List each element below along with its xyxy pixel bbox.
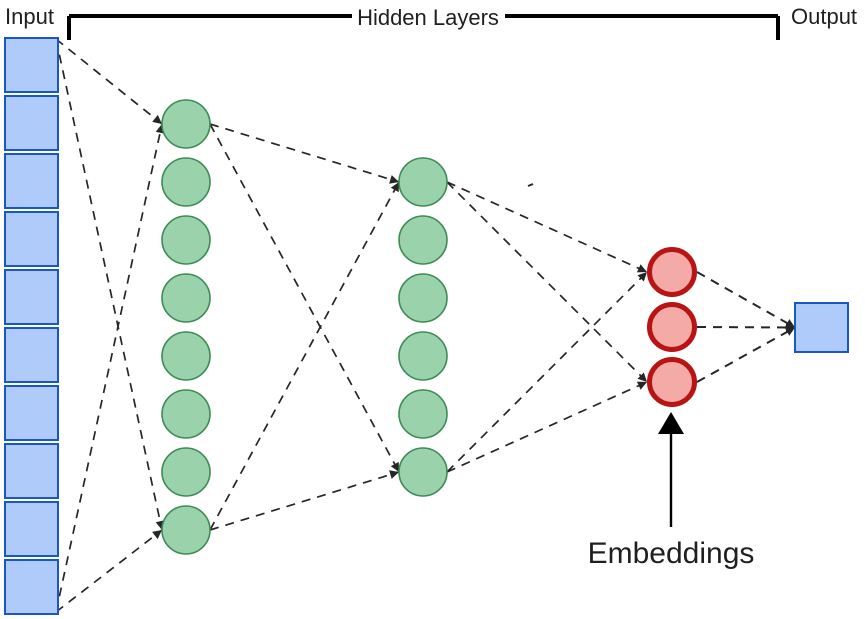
output-label: Output [791, 4, 857, 29]
embeddings-arrow-head [658, 412, 684, 434]
hidden-layers-label: Hidden Layers [357, 5, 499, 30]
embeddings-label: Embeddings [588, 537, 755, 570]
connection-arrowhead [152, 114, 162, 124]
connection-line [446, 271, 648, 473]
node-hidden-2-2 [398, 215, 448, 265]
node-hidden-1-8 [161, 505, 211, 555]
input-label: Input [5, 4, 54, 29]
node-input-4 [4, 211, 59, 267]
connection-line [446, 181, 648, 273]
node-hidden-1-1 [161, 99, 211, 149]
connection-line [446, 181, 648, 383]
node-hidden-1-7 [161, 447, 211, 497]
node-hidden-2-1 [398, 157, 448, 207]
connection-line [55, 38, 163, 125]
connection-arrowhead [152, 530, 162, 540]
hidden-layers-bracket [67, 14, 780, 40]
connection-arrowhead [637, 272, 647, 282]
node-input-3 [4, 153, 59, 209]
connection-arrowhead [389, 175, 399, 184]
node-input-6 [4, 327, 59, 383]
node-hidden-1-3 [161, 215, 211, 265]
connection-line [55, 123, 163, 613]
embeddings-callout-arrow [658, 412, 684, 527]
connection-arrowhead [636, 264, 647, 273]
node-input-5 [4, 269, 59, 325]
connection-line [55, 38, 163, 531]
connection-arrowhead [389, 470, 399, 479]
node-embeddings-1 [647, 247, 697, 297]
node-hidden-1-5 [161, 331, 211, 381]
node-hidden-2-5 [398, 389, 448, 439]
connection-line [55, 529, 163, 613]
connection-arrowhead [636, 381, 647, 390]
node-input-7 [4, 385, 59, 441]
connection-line [446, 381, 648, 473]
connection-line [209, 123, 400, 183]
connection-arrowhead [637, 372, 647, 382]
connection-arrowhead [784, 327, 795, 336]
stray-mark [527, 183, 534, 187]
connection-arrowhead [390, 182, 399, 193]
node-hidden-1-6 [161, 389, 211, 439]
connection-line [209, 181, 400, 531]
node-input-10 [4, 559, 59, 615]
connection-line [696, 326, 796, 329]
connection-lines [55, 38, 796, 613]
node-embeddings-2 [647, 302, 697, 352]
node-embeddings-3 [647, 357, 697, 407]
connection-line [209, 471, 400, 531]
node-hidden-1-2 [161, 157, 211, 207]
node-input-9 [4, 501, 59, 557]
layer-nodes [4, 37, 849, 615]
node-input-1 [4, 37, 59, 93]
node-hidden-2-4 [398, 331, 448, 381]
node-input-8 [4, 443, 59, 499]
node-input-2 [4, 95, 59, 151]
connection-line [209, 123, 400, 473]
connection-arrowhead [390, 461, 399, 472]
node-hidden-1-4 [161, 273, 211, 323]
connection-line [696, 271, 796, 329]
node-hidden-2-6 [398, 447, 448, 497]
node-hidden-2-3 [398, 273, 448, 323]
node-output-1 [794, 302, 849, 353]
connection-line [696, 326, 796, 383]
